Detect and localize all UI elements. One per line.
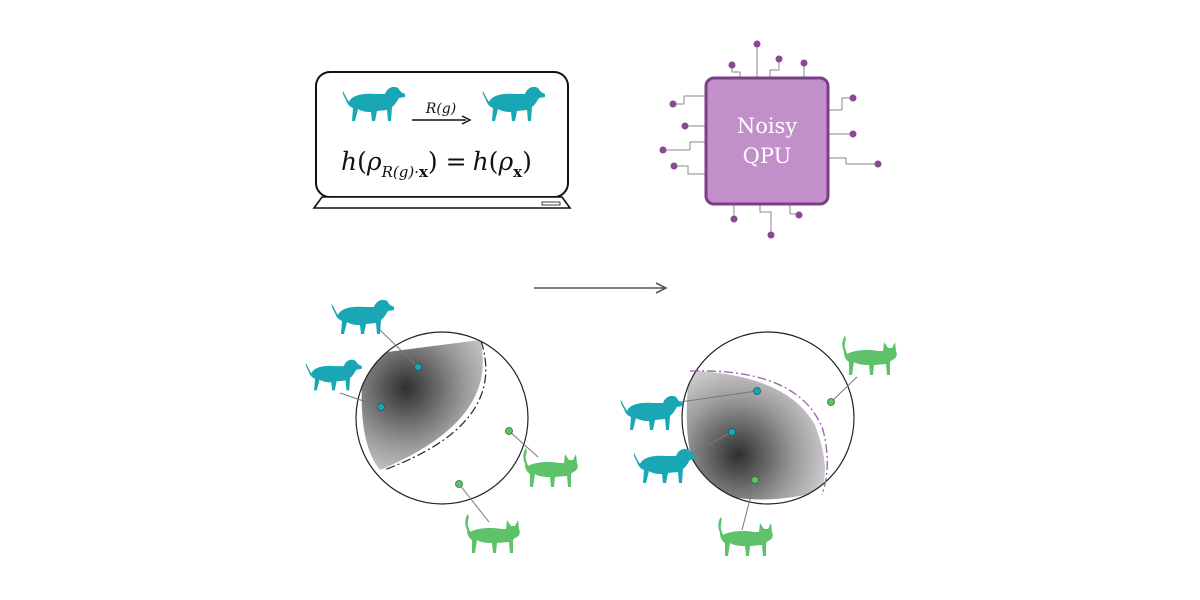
state-point [505,427,513,435]
eq-equals: = [446,147,467,176]
invariance-equation: h(ρR(g)·x) =h(ρx) [341,147,532,181]
chip-wires [664,45,877,234]
eq-sub1-bold: x [419,163,429,181]
eq-rho2: ρ [497,147,513,176]
bloch-sphere-icon [305,299,578,553]
cat-icon [523,448,578,487]
state-point [728,428,736,436]
cat-icon [842,336,897,375]
cat-icon [718,517,773,556]
eq-h1: h [341,147,357,176]
sphere-fill-left [361,340,483,470]
laptop-base [312,196,572,209]
eq-open1: ( [357,147,367,176]
eq-close1: ) [428,147,446,176]
eq-rho1: ρ [366,147,382,176]
sphere-outline-left [355,331,529,505]
sphere-fill-right [686,370,825,500]
quantum-chip-icon: Noisy QPU [659,40,882,239]
state-point [751,476,759,484]
chip-label-line2: QPU [743,144,792,168]
decision-boundary-left [383,340,487,471]
eq-sub2-bold: x [513,163,523,181]
state-point [414,363,422,371]
dog-icon [331,299,394,334]
eq-close2: ) [522,147,532,176]
arrow-right-icon [412,115,472,125]
dog-icon [305,359,362,391]
dog-icon [633,448,696,483]
chip-body [704,76,830,206]
eq-open2: ( [489,147,499,176]
transform-label: R(g) [425,101,456,117]
bloch-sphere-icon [620,331,897,556]
eq-h2: h [473,147,489,176]
laptop-trackpad [541,201,561,206]
state-point [753,387,761,395]
state-point [377,403,385,411]
connector-lines-left [339,329,539,523]
arrow-right-icon [534,282,668,294]
chip-pins [659,40,882,239]
dog-icon [620,395,683,430]
sphere-outline-right [681,331,855,505]
laptop: R(g) h(ρR(g)·x) =h(ρx) [312,71,572,209]
state-point [455,480,463,488]
state-point [827,398,835,406]
cat-icon [465,514,520,553]
eq-sub1: R(g)· [381,163,419,181]
chip-label-line1: Noisy [737,114,798,138]
